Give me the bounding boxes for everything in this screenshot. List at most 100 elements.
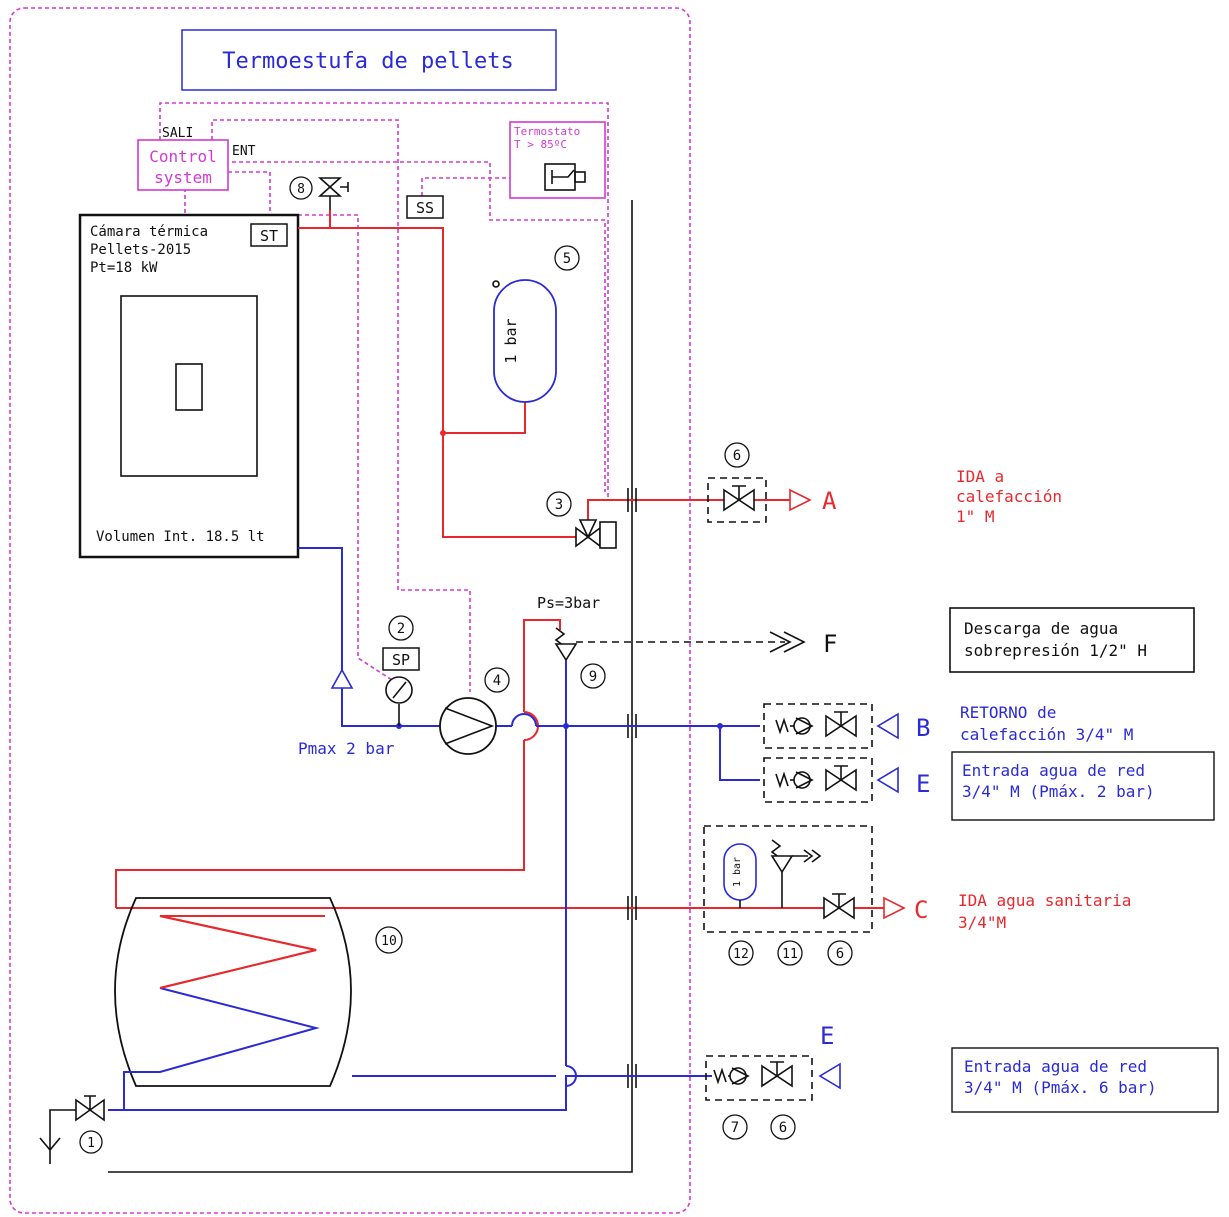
ss-label: SS bbox=[416, 199, 434, 217]
valve-8-icon bbox=[317, 177, 349, 210]
connection-b-line2: calefacción 3/4" M bbox=[960, 725, 1133, 744]
chamber-door bbox=[120, 295, 258, 477]
dhw-coil-red-redraw bbox=[159, 915, 325, 989]
connection-a-letter: A bbox=[822, 487, 837, 515]
valve-6c-icon bbox=[761, 1061, 793, 1088]
number-11: 11 bbox=[782, 947, 798, 962]
termostato-line2: T > 85ºC bbox=[514, 138, 567, 151]
cold-pipe-e1-branch bbox=[719, 726, 760, 781]
number-6c: 6 bbox=[779, 1120, 787, 1136]
pressure-gauge-needle bbox=[392, 681, 407, 699]
discharge-arrow-f bbox=[769, 631, 806, 653]
control-wire-pump bbox=[211, 119, 471, 692]
connection-e1-line1: Entrada agua de red bbox=[962, 761, 1145, 780]
chamber-volume: Volumen Int. 18.5 lt bbox=[96, 529, 265, 545]
number-1-circle bbox=[79, 1130, 103, 1154]
pump-triangle bbox=[444, 707, 495, 745]
number-12: 12 bbox=[733, 947, 749, 962]
sp-label: SP bbox=[392, 651, 410, 669]
drain-valve-1-icon bbox=[39, 1095, 105, 1164]
check-valve-e2-icon bbox=[713, 1067, 750, 1085]
number-6a-circle bbox=[724, 442, 750, 468]
pmax-label: Pmax 2 bar bbox=[298, 739, 395, 758]
connection-a-line3: 1" M bbox=[956, 507, 995, 526]
connection-a-arrow bbox=[789, 488, 812, 512]
connection-a-line2: calefacción bbox=[956, 487, 1062, 506]
chamber-line1: Cámara térmica bbox=[90, 224, 208, 240]
number-6c-circle bbox=[770, 1114, 796, 1140]
number-2-circle bbox=[388, 615, 414, 641]
check-valve-b-icon bbox=[775, 717, 814, 735]
check-valve-e1-icon bbox=[775, 771, 814, 789]
connection-f-line2: sobrepresión 1/2" H bbox=[964, 641, 1147, 660]
group-b-box bbox=[763, 703, 873, 749]
control-wire-ss bbox=[421, 177, 512, 196]
hot-pipe-vessel bbox=[443, 402, 526, 434]
connection-e1-line2: 3/4" M (Pmáx. 2 bar) bbox=[962, 782, 1155, 801]
expansion-vessel-main bbox=[493, 279, 557, 403]
connection-f-line1: Descarga de agua bbox=[964, 619, 1118, 638]
chamber-line3: Pt=18 kW bbox=[90, 260, 158, 276]
cold-pipe-return-jump bbox=[511, 713, 537, 727]
number-8-circle bbox=[289, 176, 313, 200]
vessel-main-valve bbox=[492, 280, 500, 288]
control-wire-st bbox=[228, 171, 271, 224]
connection-b-line1: RETORNO de bbox=[960, 703, 1056, 722]
connection-e1-arrow bbox=[876, 766, 899, 794]
wall-line bbox=[108, 200, 633, 1173]
number-3: 3 bbox=[555, 497, 563, 513]
hot-pipe-junction bbox=[440, 430, 446, 436]
st-box bbox=[250, 223, 288, 247]
connection-b-letter: B bbox=[916, 714, 930, 742]
group-c-box bbox=[703, 825, 873, 933]
title-text: Termoestufa de pellets bbox=[222, 49, 513, 74]
safety-valve-9-icon bbox=[554, 627, 578, 725]
number-6a: 6 bbox=[733, 448, 741, 464]
cold-pipe-inlet bbox=[116, 1075, 712, 1111]
connection-c-line2: 3/4"M bbox=[958, 913, 1006, 932]
thermal-chamber bbox=[78, 213, 300, 559]
connection-e2-arrow bbox=[818, 1062, 841, 1090]
connection-e2-letter: E bbox=[820, 1022, 834, 1050]
ps-label: Ps=3bar bbox=[537, 594, 600, 612]
safety-valve-11-icon bbox=[770, 839, 822, 908]
connection-f-box bbox=[949, 607, 1195, 673]
st-label: ST bbox=[260, 227, 278, 245]
air-vent bbox=[330, 668, 354, 689]
number-10-circle bbox=[375, 926, 403, 954]
stove-enclosure bbox=[9, 7, 691, 1214]
valve-6b-icon bbox=[823, 893, 855, 920]
number-9-circle bbox=[580, 663, 606, 689]
connection-a-line1: IDA a bbox=[956, 467, 1004, 486]
chamber-window bbox=[175, 363, 203, 411]
control-system-box bbox=[137, 139, 229, 191]
three-way-valve-3-icon bbox=[575, 519, 617, 549]
number-4-circle bbox=[484, 667, 510, 693]
ss-box bbox=[406, 195, 444, 219]
valve-e1-icon bbox=[825, 765, 857, 792]
number-12-circle bbox=[728, 940, 754, 966]
ent-label: ENT bbox=[232, 144, 256, 159]
sp-box bbox=[382, 647, 420, 671]
valve-6a-icon bbox=[723, 485, 755, 512]
control-wire-ent bbox=[232, 161, 606, 492]
return-junction bbox=[717, 723, 723, 729]
hot-pipe-to-c bbox=[115, 619, 561, 908]
dhw-coil-upper bbox=[159, 915, 325, 989]
control-line2: system bbox=[154, 168, 212, 187]
control-line1: Control bbox=[149, 147, 216, 166]
sali-label: SALI bbox=[162, 126, 193, 141]
connection-b-arrow bbox=[876, 712, 899, 740]
number-9: 9 bbox=[589, 669, 597, 685]
number-6b: 6 bbox=[836, 946, 844, 962]
number-1: 1 bbox=[87, 1136, 95, 1151]
number-10: 10 bbox=[381, 934, 397, 949]
group-e2-box bbox=[705, 1055, 813, 1101]
number-5-circle bbox=[554, 245, 580, 271]
number-7-circle bbox=[722, 1114, 748, 1140]
number-8: 8 bbox=[297, 182, 305, 197]
number-6b-circle bbox=[827, 940, 853, 966]
vessel-main-label: 1 bar bbox=[502, 318, 520, 363]
number-4: 4 bbox=[493, 673, 501, 689]
